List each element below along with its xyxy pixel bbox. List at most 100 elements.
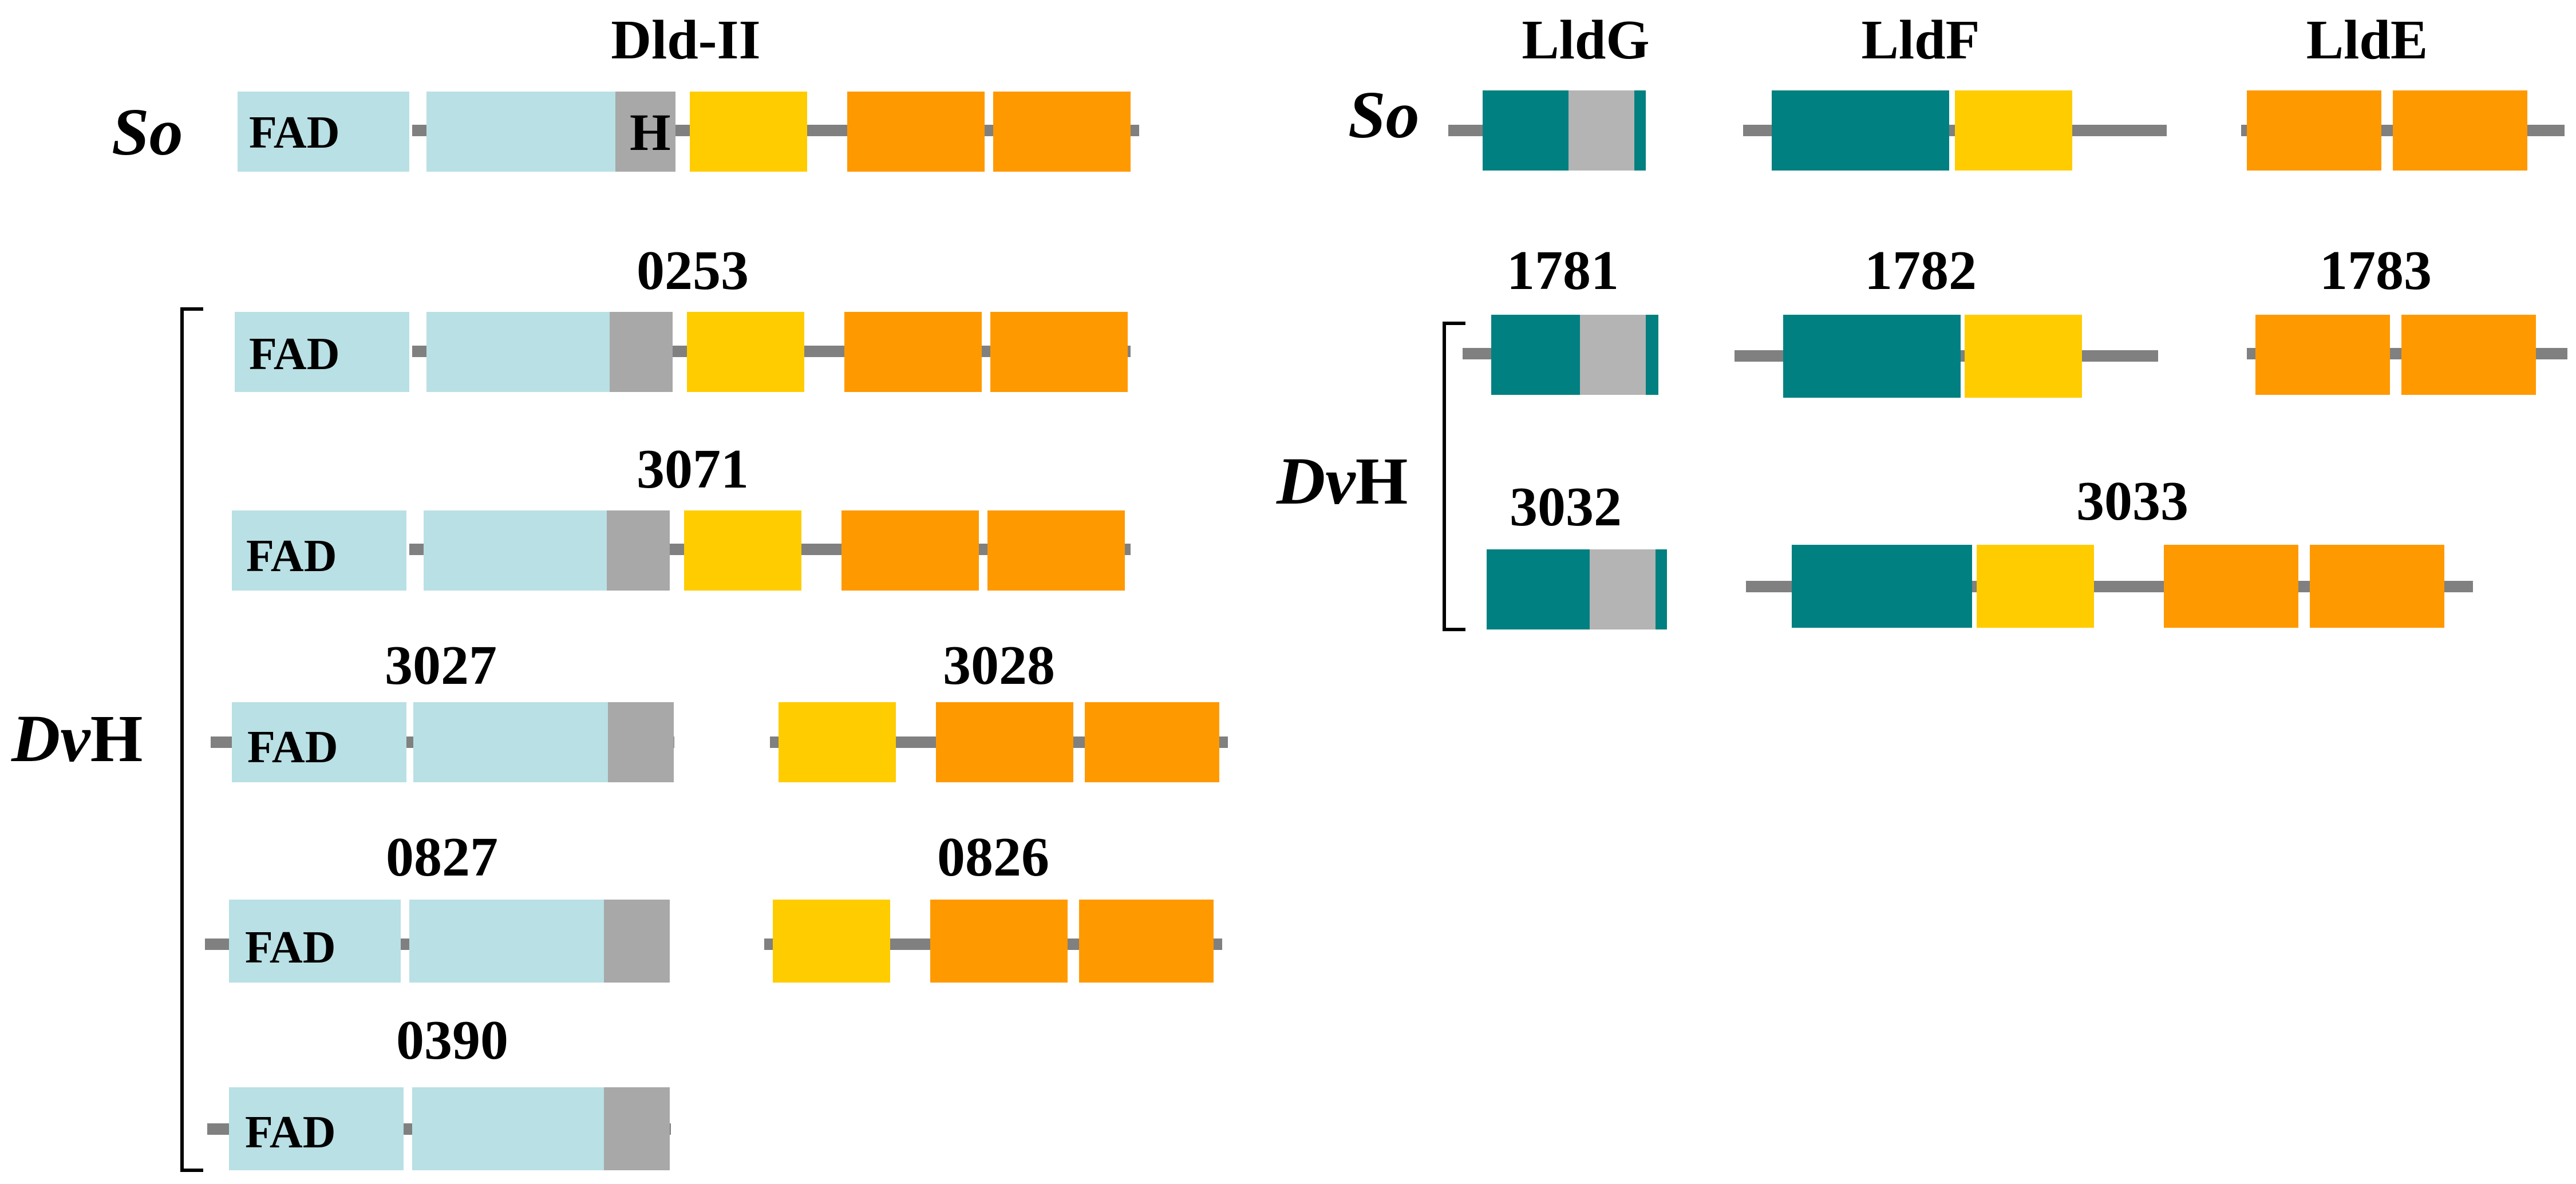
gene-1782: [1735, 315, 2158, 398]
gray-domain: [1580, 315, 1646, 395]
gene-label-1782: 1782: [1864, 240, 1977, 302]
gene-label-3071: 3071: [637, 438, 749, 500]
gray-domain: [608, 702, 674, 782]
gene-label-1783: 1783: [2320, 240, 2432, 302]
fad-domain: [235, 312, 409, 392]
gene-0827: FAD: [205, 900, 670, 983]
gene-3027: FAD: [211, 702, 674, 782]
teal-domain: [1646, 315, 1658, 395]
dld-domain: [424, 510, 607, 591]
yellow-domain: [773, 900, 890, 983]
so-label-right: So: [1348, 77, 1420, 152]
orange-domain: [1079, 900, 1214, 983]
yellow-domain: [687, 312, 804, 392]
orange-domain: [1085, 702, 1219, 782]
gene-label-0827: 0827: [386, 826, 498, 888]
gene-1783: [2247, 315, 2567, 395]
so-llde-gene: [2241, 90, 2565, 171]
teal-domain: [1656, 549, 1667, 629]
fad-domain: [238, 92, 409, 172]
teal-domain: [1783, 315, 1961, 398]
teal-domain: [1487, 549, 1590, 629]
orange-domain: [990, 312, 1128, 392]
yellow-domain: [1965, 315, 2082, 398]
gene-label-3027: 3027: [385, 635, 497, 696]
gene-0253: FAD: [235, 312, 1131, 392]
fad-label: FAD: [245, 1107, 335, 1158]
gene-label-0390: 0390: [396, 1009, 508, 1071]
gene-3071: FAD: [232, 510, 1131, 591]
fad-domain: [232, 702, 406, 782]
teal-domain: [1491, 315, 1580, 395]
gene-label-0253: 0253: [637, 240, 749, 302]
fad-domain: [229, 1087, 404, 1170]
gray-domain: [610, 312, 673, 392]
orange-domain: [930, 900, 1068, 983]
orange-domain: [847, 92, 985, 172]
h-domain-label: H: [630, 103, 671, 161]
dvh-bracket-left: [180, 307, 203, 1172]
gray-domain: [1590, 549, 1656, 629]
teal-domain: [1792, 545, 1972, 628]
gray-domain: [1568, 90, 1634, 171]
gene-3032: [1487, 549, 1667, 629]
orange-domain: [936, 702, 1073, 782]
fad-domain: [232, 510, 406, 591]
gene-label-3033: 3033: [2076, 470, 2188, 532]
fad-label: FAD: [245, 922, 335, 973]
dvh-label-left: DvH: [11, 701, 143, 776]
orange-domain: [2164, 545, 2298, 628]
gene-0826: [764, 900, 1222, 983]
teal-domain: [1634, 90, 1646, 171]
lldf-header: LldF: [1862, 9, 1980, 71]
orange-domain: [2247, 90, 2381, 171]
teal-domain: [1772, 90, 1949, 171]
fad-label: FAD: [247, 722, 338, 773]
so-lldf-gene: [1743, 90, 2167, 171]
dld-ii-header: Dld-II: [611, 9, 760, 71]
dld-domain: [412, 1087, 604, 1170]
fad-label: FAD: [249, 108, 339, 158]
backbone-line: [1463, 348, 1497, 359]
orange-domain: [2310, 545, 2444, 628]
so-lldg-gene: [1448, 90, 1646, 171]
fad-domain: [229, 900, 401, 983]
so-dld-ii-gene: FAD H: [238, 92, 1139, 172]
gene-0390: FAD: [207, 1087, 671, 1170]
gene-label-0826: 0826: [937, 826, 1049, 888]
dvh-bracket-right: [1443, 322, 1465, 631]
backbone-line: [1448, 125, 1485, 136]
dld-domain: [413, 702, 608, 782]
gray-domain: [604, 1087, 670, 1170]
yellow-domain: [779, 702, 896, 782]
orange-domain: [2393, 90, 2527, 171]
gene-label-3032: 3032: [1510, 476, 1622, 538]
orange-domain: [2255, 315, 2390, 395]
gene-3033: [1746, 545, 2473, 628]
yellow-domain: [690, 92, 807, 172]
orange-domain: [993, 92, 1131, 172]
yellow-domain: [1977, 545, 2094, 628]
yellow-domain: [684, 510, 801, 591]
fad-label: FAD: [249, 329, 339, 379]
gene-label-1781: 1781: [1507, 240, 1619, 302]
teal-domain: [1483, 90, 1568, 171]
lldg-header: LldG: [1522, 9, 1649, 71]
fad-label: FAD: [246, 531, 337, 581]
orange-domain: [987, 510, 1125, 591]
gene-3028: [770, 702, 1228, 782]
llde-header: LldE: [2306, 9, 2428, 71]
dvh-label-right: DvH: [1276, 443, 1408, 518]
gene-1781: [1463, 315, 1658, 395]
gray-domain: [604, 900, 670, 983]
h-domain: [615, 92, 675, 172]
dld-domain: [426, 312, 610, 392]
orange-domain: [2401, 315, 2536, 395]
gray-domain: [607, 510, 670, 591]
gene-label-3028: 3028: [943, 635, 1055, 696]
orange-domain: [844, 312, 982, 392]
orange-domain: [841, 510, 979, 591]
yellow-domain: [1955, 90, 2072, 171]
dld-domain: [409, 900, 604, 983]
